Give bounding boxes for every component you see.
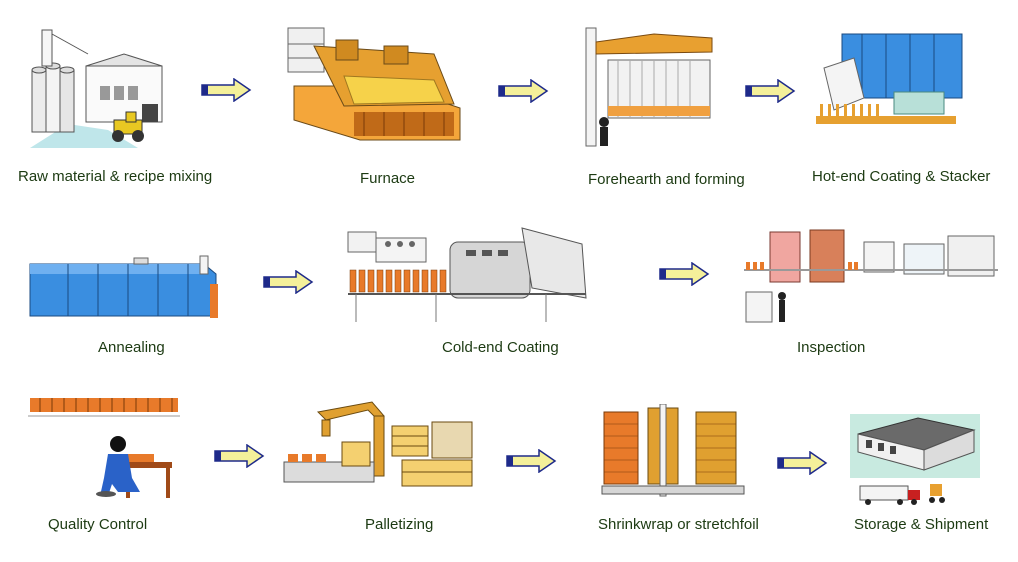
- step-label-hot-end: Hot-end Coating & Stacker: [812, 168, 991, 185]
- step-label-quality-control: Quality Control: [48, 516, 148, 533]
- annealing-lehr-icon: [28, 254, 218, 326]
- flow-arrow: [744, 78, 796, 104]
- flow-arrow: [776, 450, 828, 476]
- cold-end-coating-icon: [346, 222, 592, 326]
- hot-end-coating-icon: [814, 28, 964, 140]
- warehouse-truck-icon: [848, 412, 982, 506]
- step-label-furnace: Furnace: [360, 170, 416, 187]
- quality-control-worker-icon: [28, 392, 180, 504]
- forming-machine-icon: [584, 24, 716, 148]
- step-label-storage: Storage & Shipment: [854, 516, 989, 533]
- step-label-inspection: Inspection: [797, 339, 866, 356]
- step-label-forming: Forehearth and forming: [588, 171, 745, 188]
- step-label-raw-material: Raw material & recipe mixing: [18, 168, 213, 185]
- inspection-machines-icon: [744, 226, 998, 326]
- step-label-palletizing: Palletizing: [365, 516, 434, 533]
- furnace-icon: [284, 16, 462, 146]
- palletizing-robot-icon: [282, 398, 480, 496]
- flow-arrow: [262, 269, 314, 295]
- step-label-shrinkwrap: Shrinkwrap or stretchfoil: [598, 516, 759, 533]
- flow-arrow: [213, 443, 265, 469]
- raw-material-silo-icon: [28, 20, 178, 148]
- flow-arrow: [658, 261, 710, 287]
- flow-arrow: [505, 448, 557, 474]
- flow-arrow: [200, 77, 252, 103]
- step-label-annealing: Annealing: [98, 339, 165, 356]
- flow-arrow: [497, 78, 549, 104]
- shrinkwrap-icon: [600, 403, 746, 502]
- step-label-cold-end: Cold-end Coating: [442, 339, 559, 356]
